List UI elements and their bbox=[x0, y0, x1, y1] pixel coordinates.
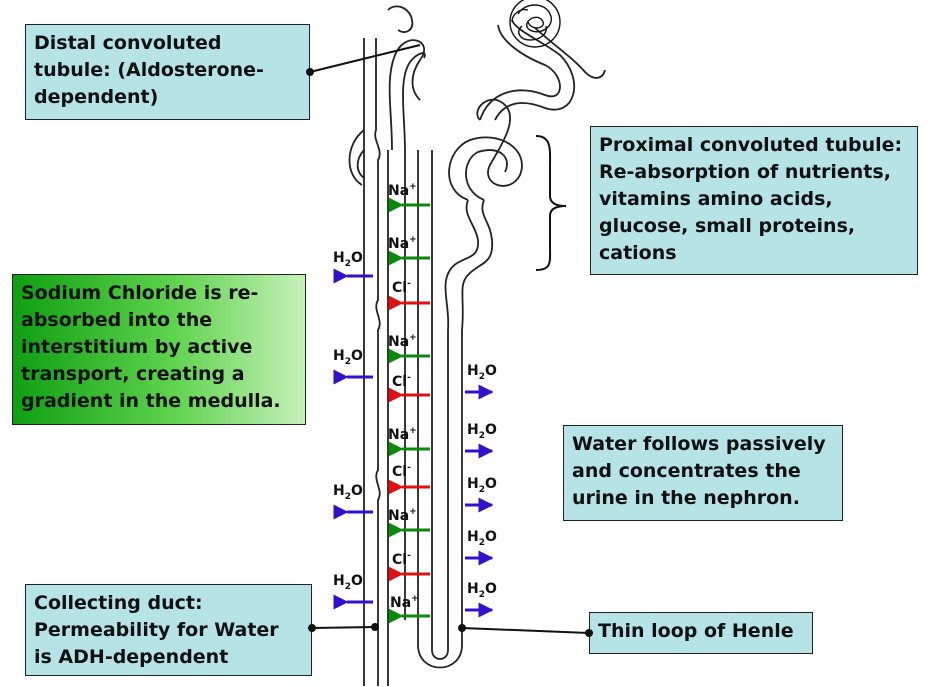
water-o: O bbox=[351, 348, 363, 364]
distal-convoluted-tubule bbox=[348, 5, 426, 186]
loop-of-henle bbox=[404, 150, 493, 669]
water-out-duct-arrows bbox=[333, 268, 373, 610]
svg-text:H2O: H2O bbox=[333, 348, 363, 367]
water-h: H bbox=[467, 529, 479, 545]
svg-text:Na+: Na+ bbox=[388, 507, 417, 524]
cl-label: Cl bbox=[392, 552, 407, 568]
na-label: Na bbox=[388, 183, 409, 199]
water-h: H bbox=[467, 363, 479, 379]
water-labels-right: H2O H2O H2O H2O H2O bbox=[467, 363, 497, 600]
svg-text:H2O: H2O bbox=[333, 573, 363, 592]
svg-text:H2O: H2O bbox=[467, 363, 497, 382]
cl-labels: Cl- Cl- Cl- Cl- bbox=[392, 279, 411, 568]
water-sub: 2 bbox=[479, 590, 485, 600]
water-o: O bbox=[485, 363, 497, 379]
water-h: H bbox=[467, 581, 479, 597]
na-charge: + bbox=[411, 594, 419, 604]
water-o: O bbox=[351, 250, 363, 266]
water-o: O bbox=[485, 422, 497, 438]
glomerulus bbox=[509, 0, 561, 48]
water-follows-label: Water follows passively and concentrates… bbox=[563, 425, 843, 521]
svg-text:Na+: Na+ bbox=[388, 235, 417, 252]
water-h: H bbox=[467, 422, 479, 438]
cl-label: Cl bbox=[392, 464, 407, 480]
water-sub: 2 bbox=[479, 538, 485, 548]
svg-text:Na+: Na+ bbox=[388, 426, 417, 443]
water-o: O bbox=[351, 573, 363, 589]
water-labels-left: H2O H2O H2O H2O bbox=[333, 250, 363, 592]
na-charge: + bbox=[409, 333, 417, 343]
water-h: H bbox=[467, 476, 479, 492]
water-o: O bbox=[351, 483, 363, 499]
na-label: Na bbox=[388, 508, 409, 524]
svg-text:H2O: H2O bbox=[467, 476, 497, 495]
proximal-tubule-label: Proximal convoluted tubule: Re-absorptio… bbox=[590, 126, 918, 275]
water-h: H bbox=[333, 573, 345, 589]
svg-text:H2O: H2O bbox=[333, 250, 363, 269]
svg-text:Cl-: Cl- bbox=[392, 463, 411, 480]
cl-charge: - bbox=[407, 551, 411, 561]
na-charge: + bbox=[409, 235, 417, 245]
water-o: O bbox=[485, 529, 497, 545]
cl-charge: - bbox=[407, 373, 411, 383]
water-o: O bbox=[485, 476, 497, 492]
water-sub: 2 bbox=[479, 431, 485, 441]
svg-text:H2O: H2O bbox=[333, 483, 363, 502]
svg-text:H2O: H2O bbox=[467, 581, 497, 600]
svg-text:Cl-: Cl- bbox=[392, 373, 411, 390]
water-sub: 2 bbox=[345, 357, 351, 367]
pointer-lines bbox=[306, 44, 593, 637]
svg-text:Na+: Na+ bbox=[388, 333, 417, 350]
na-label: Na bbox=[388, 236, 409, 252]
distal-tubule-label: Distal convoluted tubule: (Aldosterone-d… bbox=[25, 24, 310, 120]
water-sub: 2 bbox=[345, 492, 351, 502]
water-h: H bbox=[333, 250, 345, 266]
chloride-transport-arrows bbox=[388, 295, 430, 582]
water-out-limb-arrows bbox=[465, 384, 494, 618]
na-charge: + bbox=[409, 426, 417, 436]
cl-label: Cl bbox=[392, 280, 407, 296]
water-h: H bbox=[333, 483, 345, 499]
na-label: Na bbox=[388, 427, 409, 443]
collecting-duct bbox=[363, 38, 389, 686]
svg-text:Na+: Na+ bbox=[390, 594, 419, 611]
cl-charge: - bbox=[407, 279, 411, 289]
proximal-convoluted-tubule bbox=[448, 19, 606, 201]
na-charge: + bbox=[409, 507, 417, 517]
water-sub: 2 bbox=[479, 485, 485, 495]
na-charge: + bbox=[409, 182, 417, 192]
svg-text:Cl-: Cl- bbox=[392, 279, 411, 296]
svg-text:Na+: Na+ bbox=[388, 182, 417, 199]
sodium-transport-arrows bbox=[388, 197, 430, 624]
cl-charge: - bbox=[407, 463, 411, 473]
water-h: H bbox=[333, 348, 345, 364]
sodium-chloride-label: Sodium Chloride is re-absorbed into the … bbox=[12, 274, 306, 425]
na-label: Na bbox=[388, 334, 409, 350]
svg-text:H2O: H2O bbox=[467, 422, 497, 441]
proximal-brace bbox=[535, 135, 567, 271]
water-sub: 2 bbox=[479, 372, 485, 382]
na-labels: Na+ Na+ Na+ Na+ Na+ Na+ bbox=[388, 182, 419, 611]
water-sub: 2 bbox=[345, 259, 351, 269]
na-label: Na bbox=[390, 595, 411, 611]
cl-label: Cl bbox=[392, 374, 407, 390]
thin-loop-henle-label: Thin loop of Henle bbox=[589, 612, 813, 654]
svg-text:Cl-: Cl- bbox=[392, 551, 411, 568]
water-o: O bbox=[485, 581, 497, 597]
collecting-duct-label: Collecting duct: Permeability for Water … bbox=[25, 584, 312, 676]
water-sub: 2 bbox=[345, 582, 351, 592]
svg-text:H2O: H2O bbox=[467, 529, 497, 548]
